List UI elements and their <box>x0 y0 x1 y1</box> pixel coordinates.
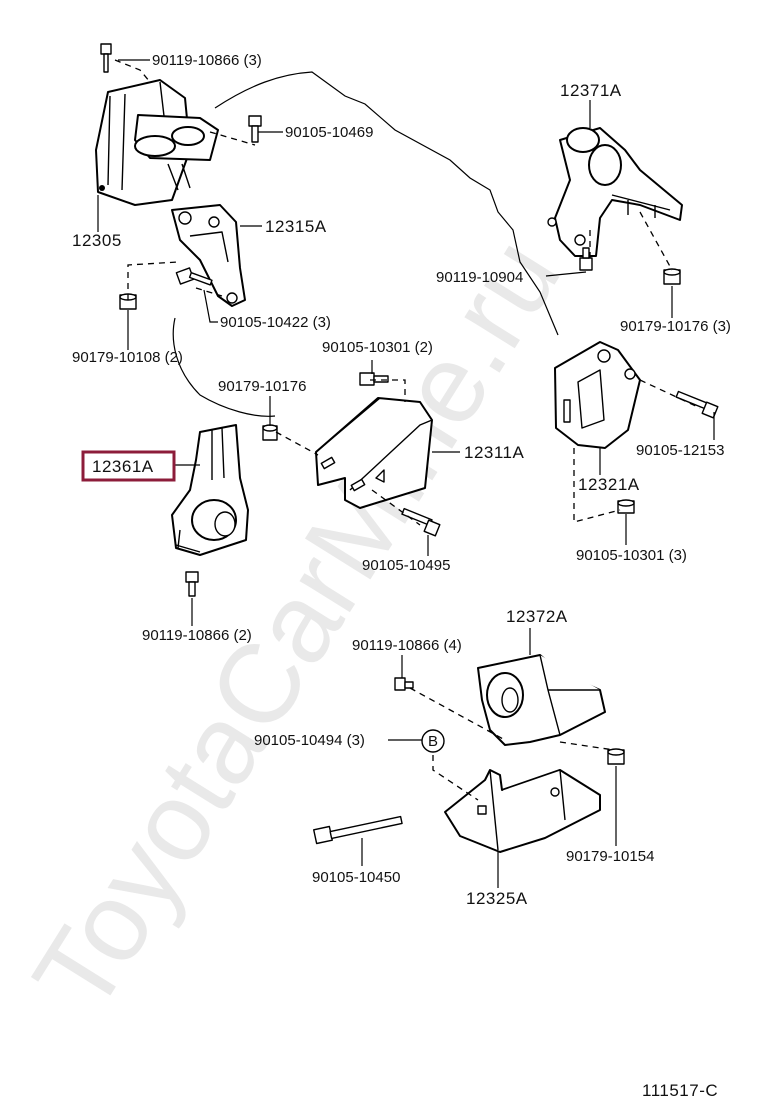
label-90105-10301-2[interactable]: 90105-10301 (2) <box>322 339 433 356</box>
highlight-box-12361A <box>81 450 176 482</box>
bracket-12311A[interactable] <box>315 397 433 509</box>
bolt-90105-10495[interactable] <box>401 507 441 537</box>
callout-b-label: B <box>428 733 438 750</box>
bolt-90105-10422[interactable] <box>175 267 213 286</box>
bracket-12315A[interactable] <box>171 204 246 307</box>
bracket-12325A[interactable] <box>444 769 601 853</box>
bolt-90105-10469[interactable] <box>248 115 262 143</box>
label-90105-10494-3[interactable]: 90105-10494 (3) <box>254 732 365 749</box>
label-90105-10495[interactable]: 90105-10495 <box>362 557 450 574</box>
label-12361A[interactable]: 12361A <box>92 457 154 476</box>
bolt-90105-10301-mid[interactable] <box>359 372 389 386</box>
dashed-guides <box>114 59 701 801</box>
label-90105-10301-3[interactable]: 90105-10301 (3) <box>576 547 687 564</box>
label-90119-10866-4[interactable]: 90119-10866 (4) <box>352 637 462 654</box>
label-90105-10450[interactable]: 90105-10450 <box>312 869 400 886</box>
label-12311A[interactable]: 12311A <box>464 443 525 462</box>
bolt-90105-10450[interactable] <box>313 815 403 845</box>
label-90105-12153[interactable]: 90105-12153 <box>636 442 724 459</box>
label-90179-10176-3[interactable]: 90179-10176 (3) <box>620 318 731 335</box>
bolt-90119-10866-mid[interactable] <box>185 571 199 597</box>
label-12321A[interactable]: 12321A <box>578 475 640 494</box>
engine-outline <box>172 71 559 417</box>
label-12372A[interactable]: 12372A <box>506 607 568 626</box>
nut-90179-10176-right[interactable] <box>663 268 681 285</box>
label-90179-10108-2[interactable]: 90179-10108 (2) <box>72 349 183 366</box>
nut-90179-10154[interactable] <box>607 748 625 765</box>
label-90119-10866-2[interactable]: 90119-10866 (2) <box>142 627 252 644</box>
label-12305[interactable]: 12305 <box>72 231 122 250</box>
label-90119-10866-3[interactable]: 90119-10866 (3) <box>152 52 262 69</box>
bolt-90119-10866-top[interactable] <box>100 43 112 73</box>
label-90179-10154[interactable]: 90179-10154 <box>566 848 654 865</box>
label-12371A[interactable]: 12371A <box>560 81 622 100</box>
label-90105-10469[interactable]: 90105-10469 <box>285 124 373 141</box>
mount-12372A[interactable] <box>477 654 606 746</box>
callout-b: B <box>421 729 445 753</box>
mount-12305[interactable] <box>95 79 219 206</box>
bracket-12321A[interactable] <box>554 341 641 449</box>
label-90105-10422-3[interactable]: 90105-10422 (3) <box>220 314 331 331</box>
leader-lines <box>97 59 715 888</box>
nut-90179-10176-mid[interactable] <box>262 424 278 441</box>
bolt-90105-12153[interactable] <box>675 390 719 419</box>
label-12315A[interactable]: 12315A <box>265 217 327 236</box>
watermark: ToyotaCarMine.ru <box>9 217 583 1033</box>
bolt-90119-10866-lower[interactable] <box>394 677 414 691</box>
mount-12371A[interactable] <box>547 127 683 257</box>
mount-12361A[interactable] <box>171 424 249 556</box>
diagram-code: 111517-C <box>642 1081 718 1100</box>
label-90179-10176[interactable]: 90179-10176 <box>218 378 306 395</box>
bolt-90119-10904[interactable] <box>579 247 593 271</box>
label-12325A[interactable]: 12325A <box>466 889 528 908</box>
bolt-90105-10301-right[interactable] <box>617 499 635 514</box>
label-90119-10904[interactable]: 90119-10904 <box>436 269 523 286</box>
